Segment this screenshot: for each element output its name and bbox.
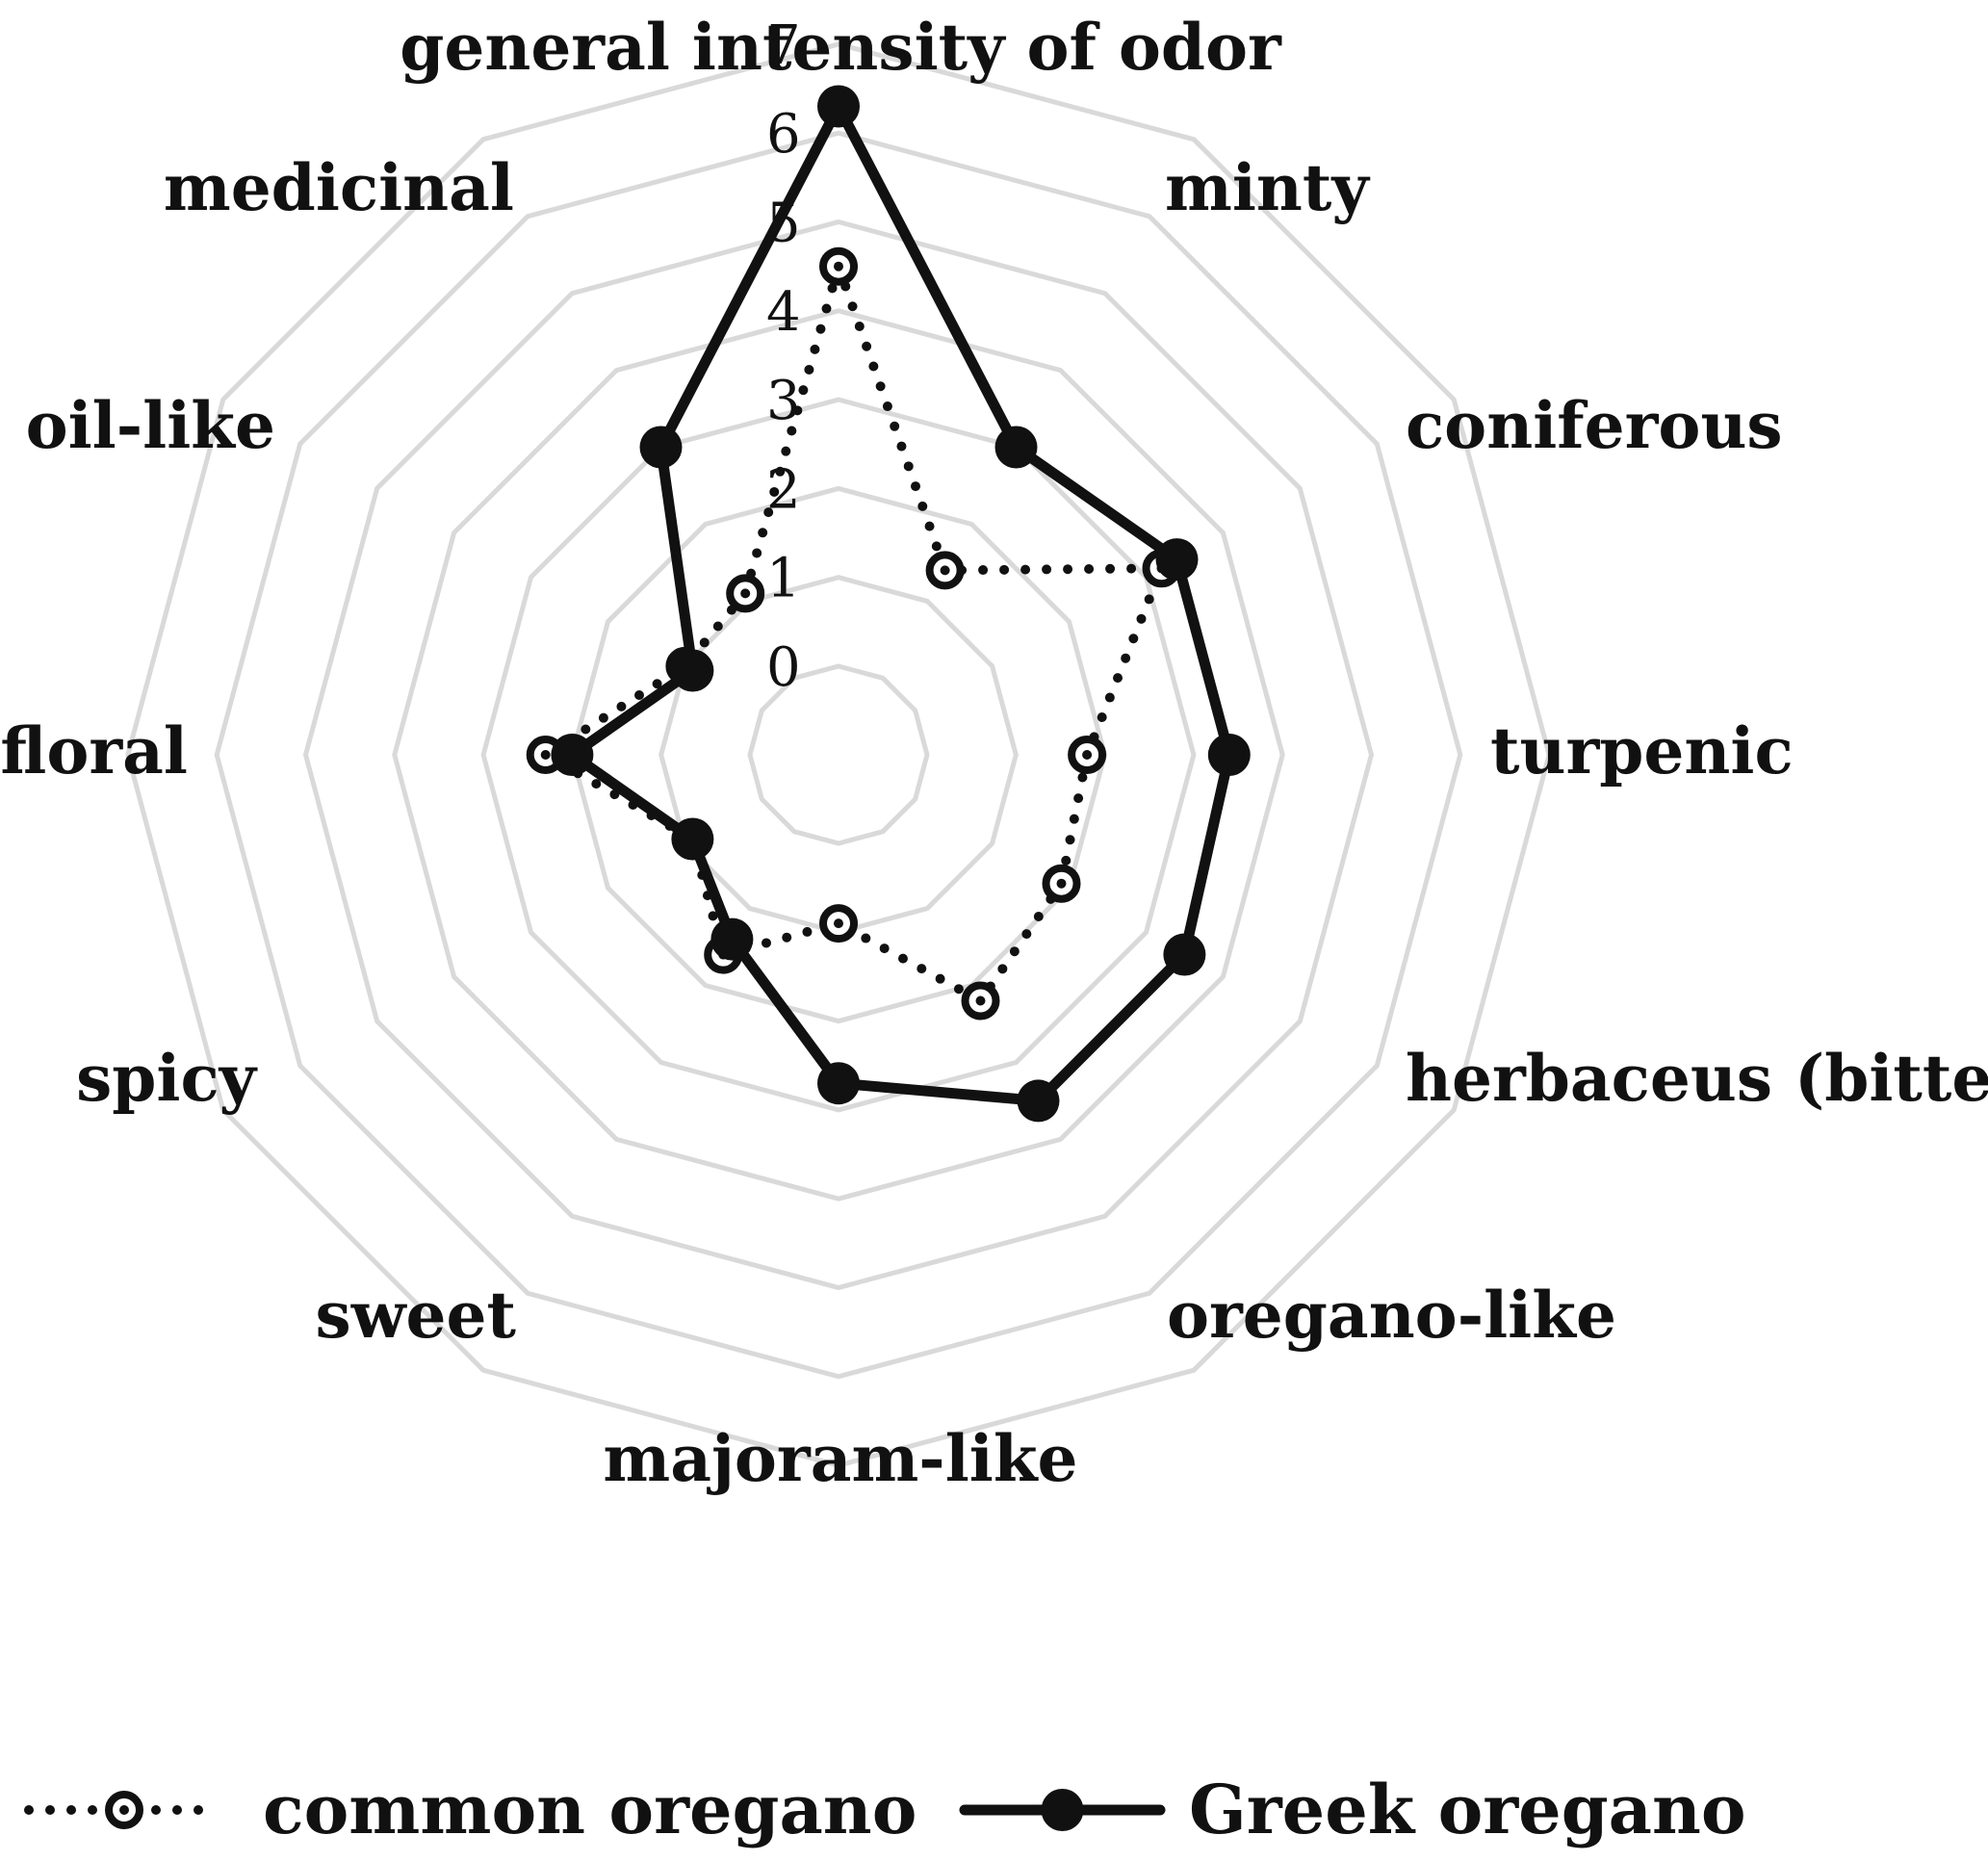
grid-ring-5: [302, 219, 1375, 1291]
legend-marker-0: [105, 1791, 143, 1829]
grid-ring-0: [747, 663, 930, 846]
series-1-point-0: [817, 85, 860, 128]
series-1-point-2: [1155, 538, 1199, 582]
category-label-10: oil-like: [26, 388, 275, 463]
grid-ring-6: [214, 130, 1463, 1380]
series-0-point-4: [1042, 864, 1081, 903]
category-label-5: oregano-like: [1167, 1278, 1616, 1353]
grid-ring-1: [658, 575, 1019, 935]
legend-label-0: common oregano: [263, 1770, 917, 1849]
legend: common oregano Greek oregano: [24, 1770, 1746, 1849]
series-layer: [526, 85, 1251, 1123]
series-1-point-3: [1207, 734, 1251, 776]
category-label-0: general intensity of odor: [400, 10, 1282, 85]
legend-marker-1: [1041, 1789, 1084, 1831]
category-labels: general intensity of odor minty coniferous…: [0, 10, 1988, 1496]
series-0-point-6: [819, 904, 858, 943]
series-0-point-5: [961, 981, 1000, 1021]
category-label-8: spicy: [76, 1041, 258, 1116]
series-1-point-8: [671, 817, 714, 861]
tick-label-0: 0: [766, 636, 801, 699]
legend-label-1: Greek oregano: [1189, 1770, 1746, 1849]
series-0-point-3: [1068, 736, 1107, 774]
category-label-7: sweet: [316, 1278, 517, 1353]
series-1: [551, 85, 1251, 1123]
grid-ring-7: [125, 41, 1552, 1468]
category-label-2: coniferous: [1406, 388, 1783, 463]
legend-item-0: common oregano: [24, 1770, 917, 1849]
tick-label-7: 7: [766, 14, 801, 77]
series-0-point-0: [819, 246, 858, 286]
series-1-point-6: [817, 1062, 860, 1105]
legend-item-1: Greek oregano: [959, 1770, 1746, 1849]
series-1-point-5: [1017, 1079, 1060, 1123]
category-label-11: medicinal: [164, 150, 514, 225]
series-1-point-9: [551, 734, 594, 776]
series-0-point-1: [925, 551, 965, 590]
grid-ring-2: [569, 485, 1108, 1024]
tick-label-4: 4: [766, 281, 801, 344]
tick-label-1: 1: [766, 548, 801, 610]
category-label-9: floral: [0, 713, 188, 788]
category-label-1: minty: [1165, 150, 1370, 225]
series-1-point-10: [671, 649, 714, 692]
series-0-point-11: [726, 574, 765, 613]
series-1-point-7: [710, 918, 754, 961]
grid-ring-4: [392, 308, 1285, 1202]
tick-label-6: 6: [766, 103, 801, 166]
category-label-4: herbaceus (bitter): [1406, 1041, 1988, 1116]
tick-label-3: 3: [766, 370, 801, 432]
category-label-6: majoram-like: [603, 1421, 1077, 1496]
category-label-3: turpenic: [1490, 713, 1794, 788]
series-1-point-4: [1163, 933, 1206, 976]
series-1-point-1: [994, 426, 1038, 469]
series-1-point-11: [639, 426, 683, 469]
